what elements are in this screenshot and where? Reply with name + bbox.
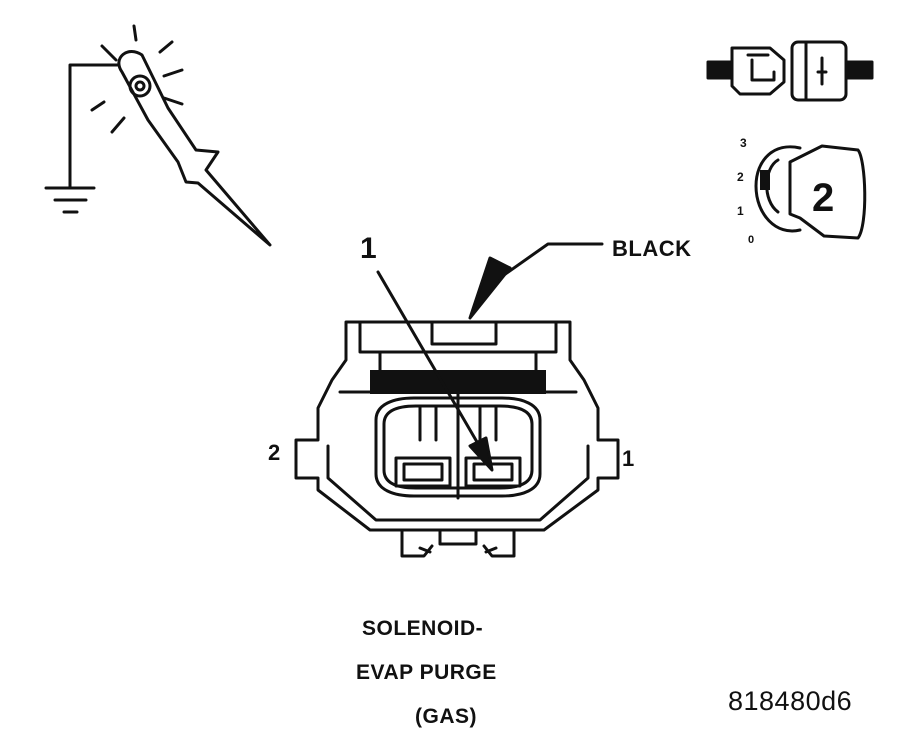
ground-symbol-icon (44, 63, 127, 214)
wire-color-label: BLACK (612, 236, 692, 261)
pin-1-label: 1 (622, 446, 635, 471)
caption-line-2: EVAP PURGE (356, 661, 497, 684)
caption-line-3: (GAS) (415, 705, 477, 728)
black-wire-leader (468, 242, 604, 320)
caption-line-1: SOLENOID- (362, 617, 484, 640)
switch-position-0: 0 (748, 234, 755, 246)
switch-position-1: 1 (737, 204, 744, 218)
solenoid-connector (294, 320, 620, 558)
test-light-probe-icon (90, 24, 272, 247)
figure-id: 818480d6 (728, 686, 853, 716)
switch-position-2: 2 (737, 170, 744, 184)
ignition-switch-icon (754, 144, 867, 240)
pin-2-label: 2 (268, 440, 281, 465)
callout-1-pointer (376, 270, 494, 472)
callout-number: 1 (360, 232, 377, 265)
switch-selected-position: 2 (812, 176, 835, 220)
disconnected-connector-icon (706, 40, 874, 102)
switch-position-3: 3 (740, 136, 747, 150)
